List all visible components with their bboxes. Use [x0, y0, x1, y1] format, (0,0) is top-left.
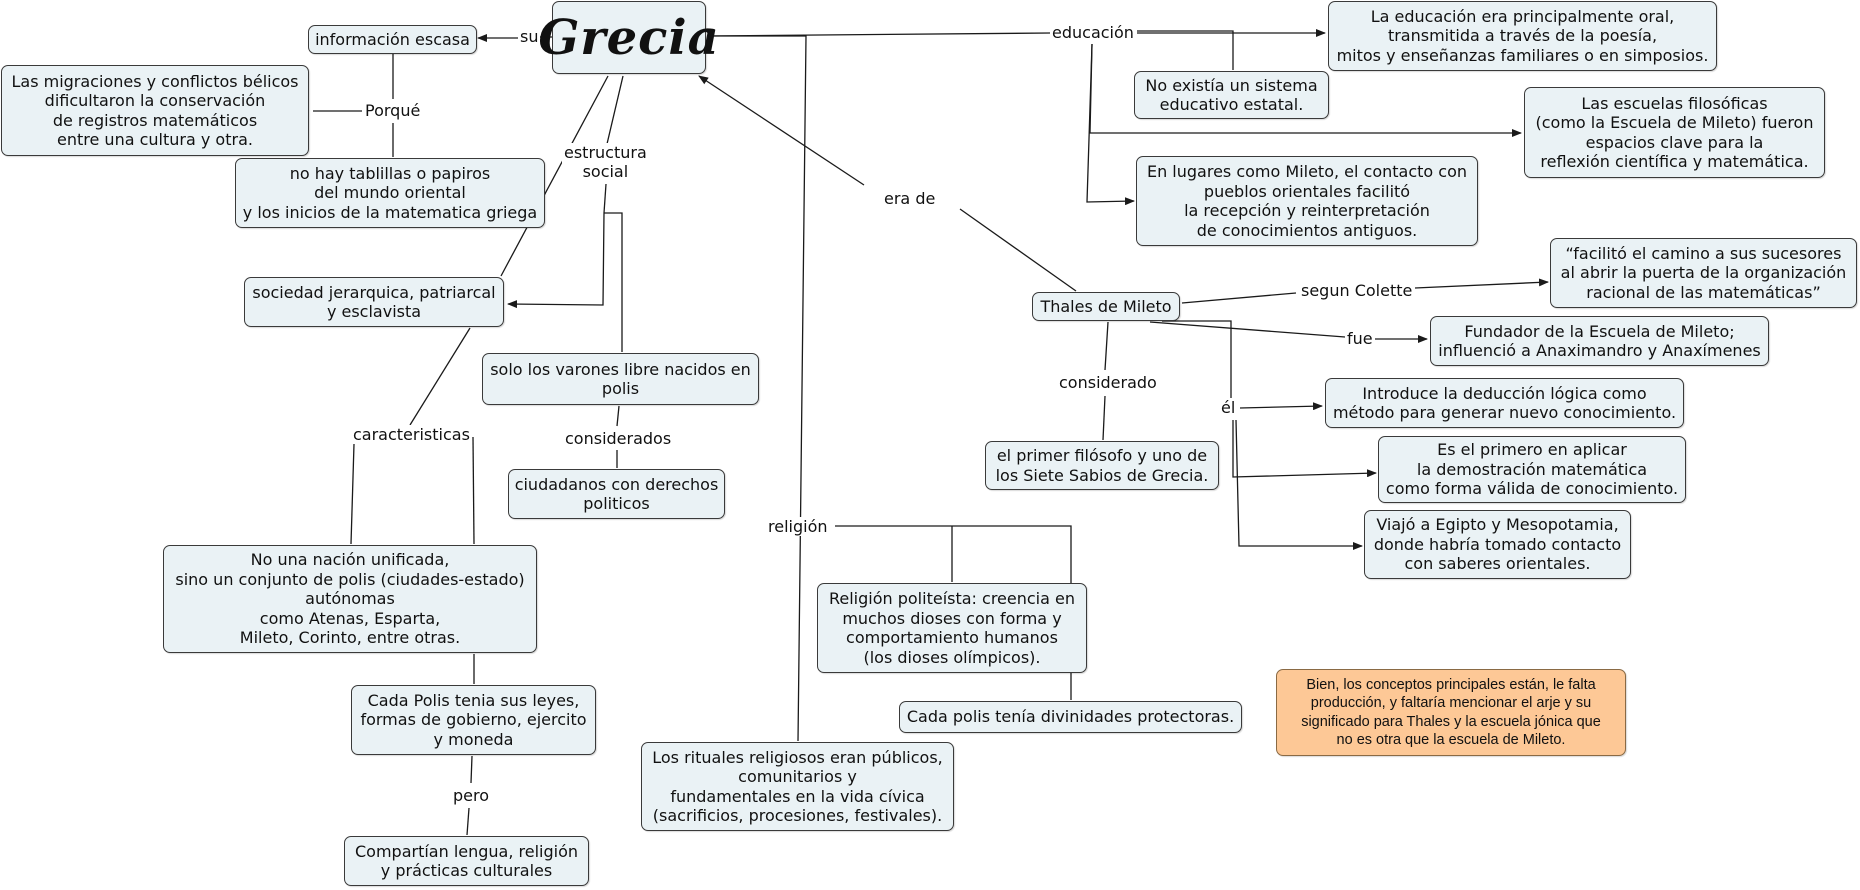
concept-leyes[interactable]: Cada Polis tenia sus leyes, formas de go…	[351, 685, 596, 755]
link-porque: Porqué	[363, 101, 423, 120]
link-caracteristicas: caracteristicas	[351, 425, 472, 444]
link-el: él	[1219, 398, 1238, 417]
concept-informacion-escasa[interactable]: información escasa	[308, 25, 477, 54]
concept-educacion-oral[interactable]: La educación era principalmente oral, tr…	[1328, 1, 1717, 71]
concept-grecia[interactable]: Grecia	[538, 1, 719, 74]
concept-egipto[interactable]: Viajó a Egipto y Mesopotamia, donde habr…	[1364, 510, 1631, 579]
concept-deduccion[interactable]: Introduce la deducción lógica como métod…	[1325, 378, 1684, 428]
concept-divinidades[interactable]: Cada polis tenía divinidades protectoras…	[899, 701, 1242, 733]
link-pero: pero	[451, 786, 492, 805]
concept-escuelas-filosoficas[interactable]: Las escuelas filosóficas (como la Escuel…	[1524, 87, 1825, 178]
concept-nacion[interactable]: No una nación unificada, sino un conjunt…	[163, 545, 537, 653]
link-era-de: era de	[882, 189, 938, 208]
teacher-feedback-note: Bien, los conceptos principales están, l…	[1276, 669, 1626, 756]
concept-lengua[interactable]: Compartían lengua, religión y prácticas …	[344, 836, 589, 886]
link-religion: religión	[766, 517, 830, 536]
link-fue: fue	[1345, 329, 1375, 348]
concept-colette-quote[interactable]: “facilitó el camino a sus sucesores al a…	[1550, 238, 1857, 308]
link-su: su	[518, 27, 541, 46]
concept-mileto-contacto[interactable]: En lugares como Mileto, el contacto con …	[1136, 156, 1478, 246]
link-considerados: considerados	[563, 429, 674, 448]
concept-primer-filosofo[interactable]: el primer filósofo y uno de los Siete Sa…	[985, 441, 1219, 490]
concept-sociedad[interactable]: sociedad jerarquica, patriarcal y esclav…	[244, 277, 504, 327]
concept-fundador[interactable]: Fundador de la Escuela de Mileto; influe…	[1430, 316, 1769, 366]
concept-demostracion[interactable]: Es el primero en aplicar la demostración…	[1378, 436, 1686, 503]
concept-rituales[interactable]: Los rituales religiosos eran públicos, c…	[641, 742, 954, 831]
link-segun-colette: segun Colette	[1299, 281, 1415, 300]
link-estructura-social: estructura social	[562, 143, 649, 181]
concept-religion-politeista[interactable]: Religión politeísta: creencia en muchos …	[817, 583, 1087, 673]
concept-varones[interactable]: solo los varones libre nacidos en polis	[482, 353, 759, 405]
concept-ciudadanos[interactable]: ciudadanos con derechos politicos	[508, 469, 725, 519]
concept-migraciones[interactable]: Las migraciones y conflictos bélicos dif…	[1, 65, 309, 156]
link-considerado: considerado	[1057, 373, 1159, 392]
concept-no-sistema-estatal[interactable]: No existía un sistema educativo estatal.	[1134, 71, 1329, 119]
concept-tablillas[interactable]: no hay tablillas o papiros del mundo ori…	[235, 158, 545, 228]
link-educacion: educación	[1050, 23, 1136, 42]
concept-thales-de-mileto[interactable]: Thales de Mileto	[1032, 292, 1180, 321]
